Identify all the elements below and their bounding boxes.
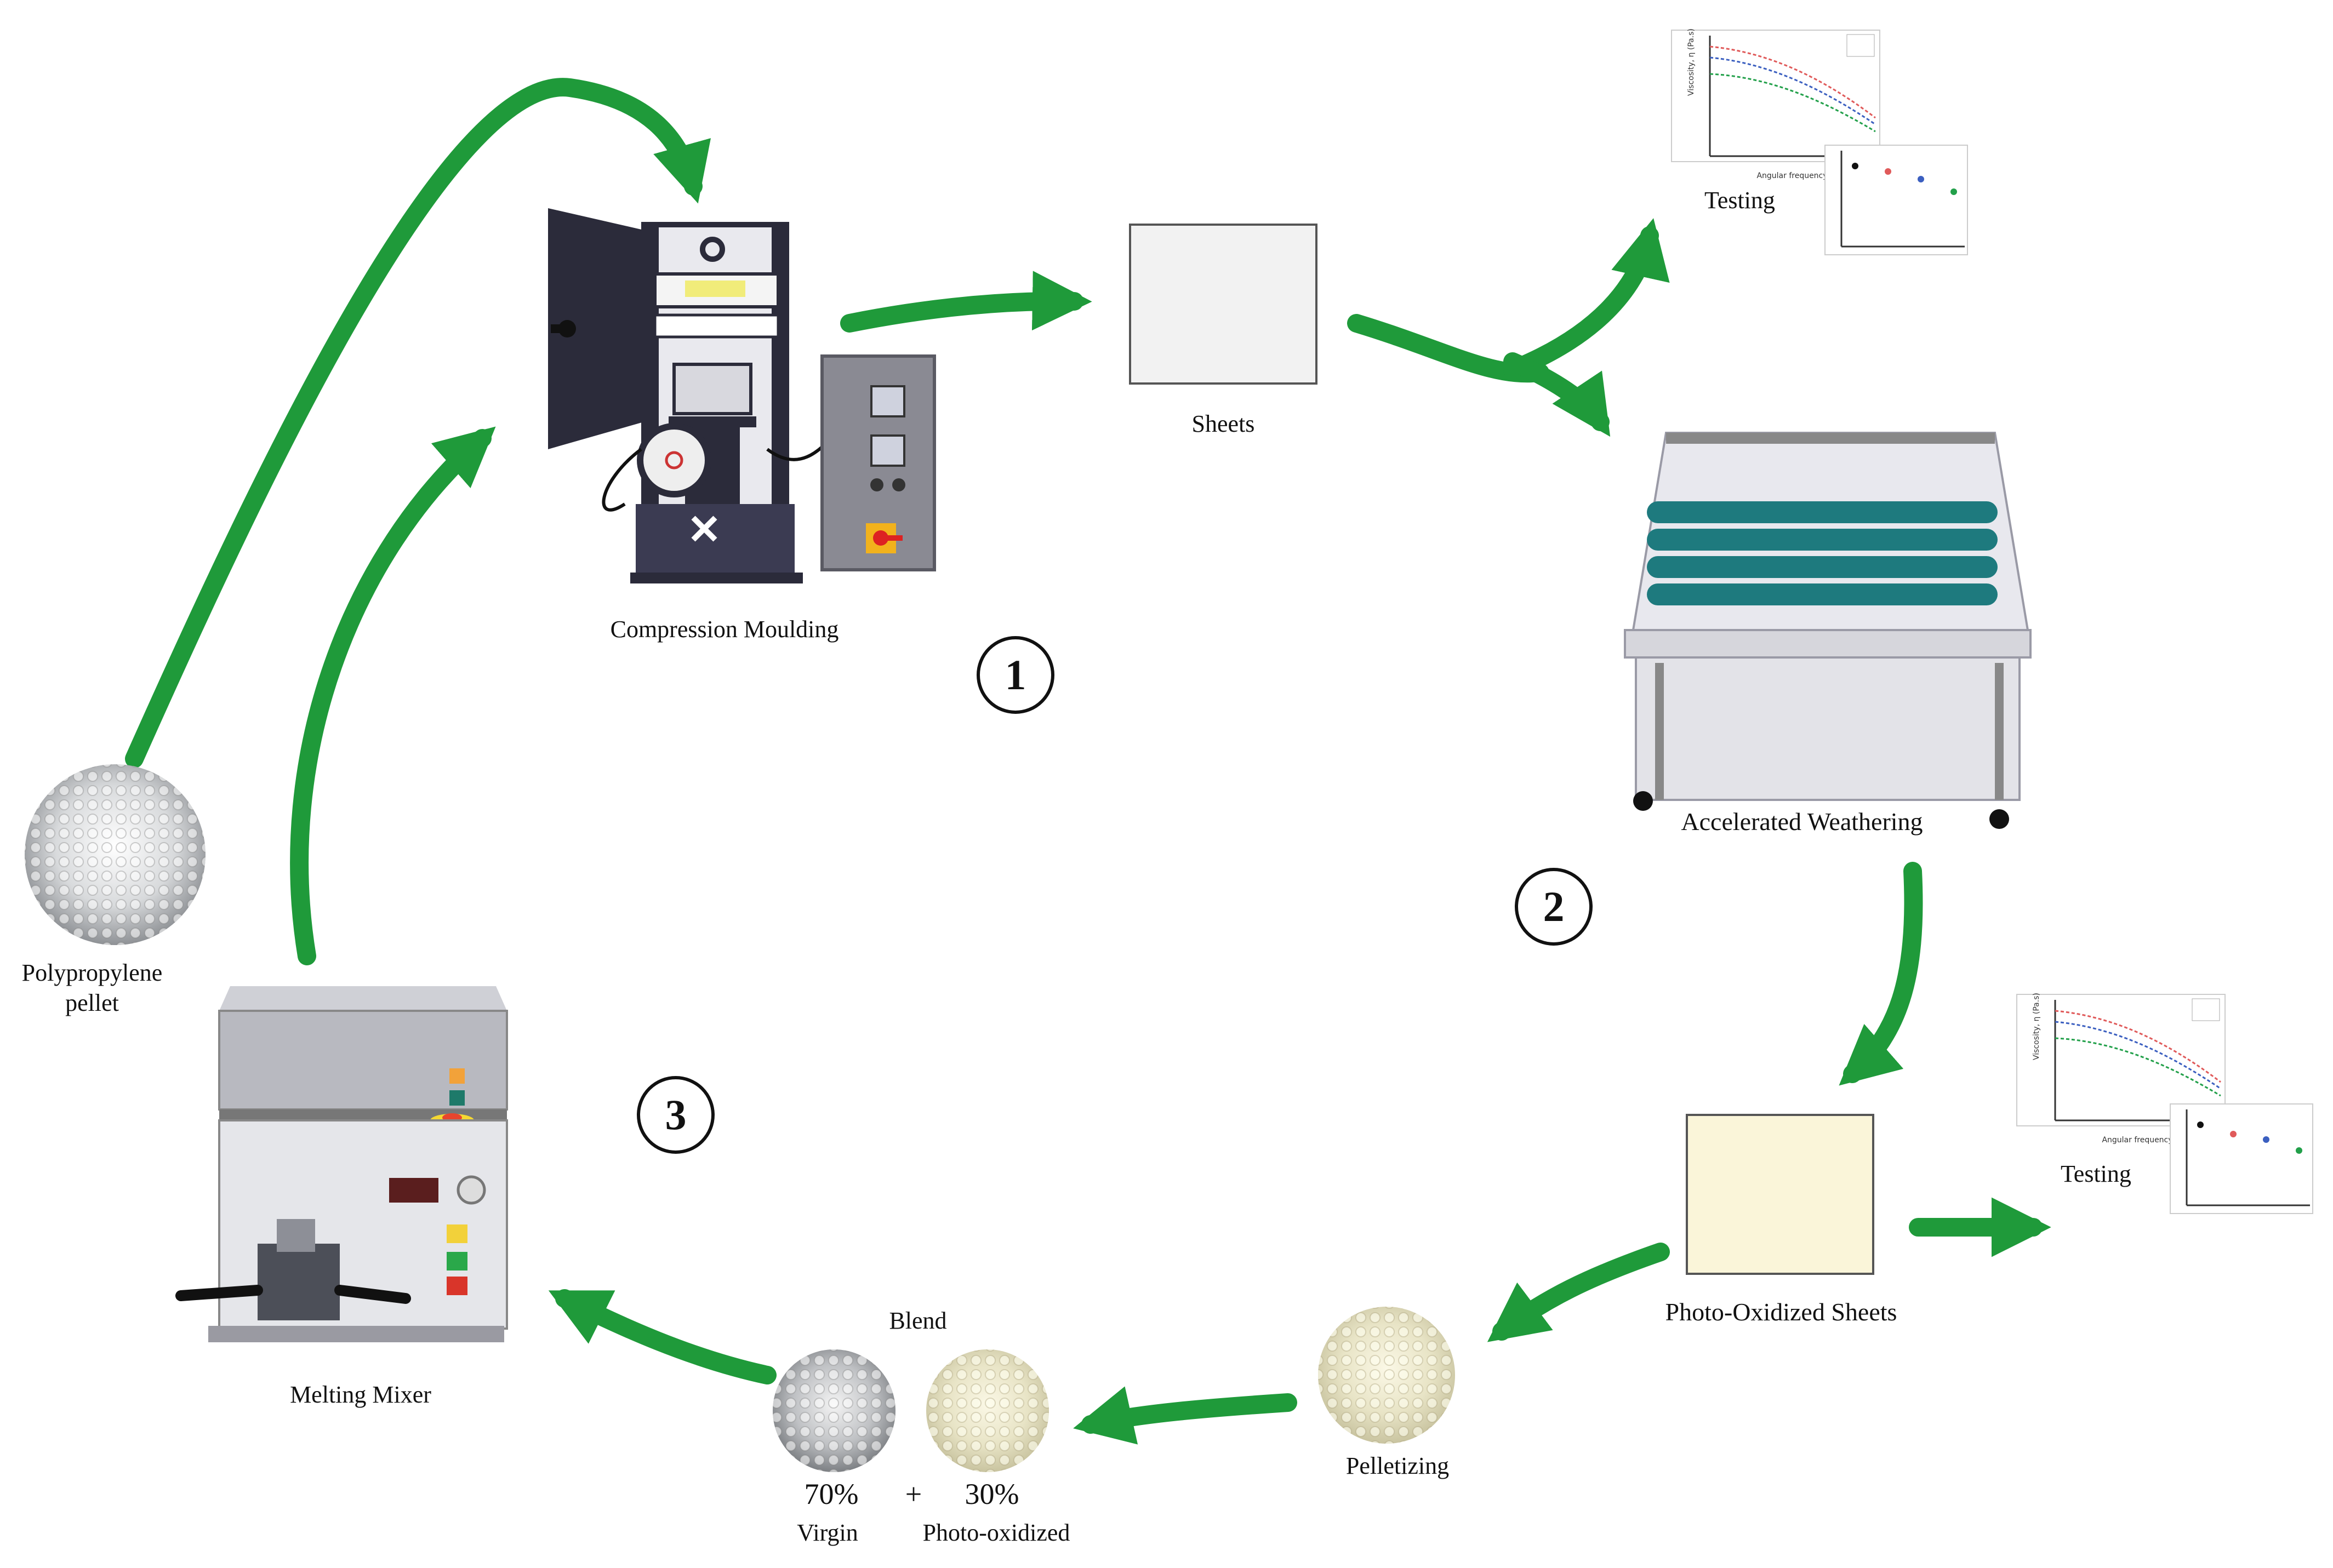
mini-chart-ylabel-top: Viscosity, η (Pa.s) bbox=[1687, 28, 1696, 96]
plain-sheet bbox=[1129, 224, 1317, 385]
arrow-to-testing-top bbox=[1503, 218, 1670, 379]
photo-oxidized-sheets-label: Photo-Oxidized Sheets bbox=[1665, 1298, 1897, 1326]
testing-bottom-label: Testing bbox=[2061, 1160, 2131, 1187]
arrow-weathering-to-oxidized bbox=[1839, 862, 1923, 1086]
sheets: Sheets bbox=[1129, 224, 1317, 437]
pp-pellet-label-1: Polypropylene bbox=[22, 959, 163, 986]
arrow-oxidized-to-pelletizing bbox=[1487, 1243, 1670, 1342]
testing-top: Viscosity, η (Pa.s) Angular frequency Te… bbox=[1671, 28, 1968, 255]
oxidized-label: Photo-oxidized bbox=[923, 1519, 1070, 1546]
compression-moulding-label: Compression Moulding bbox=[611, 616, 839, 643]
pp-pellet-label-2: pellet bbox=[65, 989, 119, 1016]
melting-mixer: Melting Mixer bbox=[175, 986, 508, 1408]
virgin-label: Virgin bbox=[797, 1519, 858, 1546]
testing-top-label: Testing bbox=[1704, 187, 1775, 214]
mini-chart-ylabel-bottom: Viscosity, η (Pa.s) bbox=[2032, 993, 2041, 1060]
oxidized-percent: 30% bbox=[965, 1478, 1019, 1510]
photo-oxidized-sheets: Photo-Oxidized Sheets bbox=[1665, 1114, 1897, 1326]
arrow-pellet-to-press bbox=[125, 78, 711, 768]
arrow-mixer-to-press bbox=[290, 426, 496, 965]
polypropylene-pellet: Polypropylene pellet bbox=[22, 764, 206, 1016]
step-1-badge: 1 bbox=[977, 636, 1054, 714]
step-2-number: 2 bbox=[1543, 883, 1565, 930]
mini-chart-xlabel-top: Angular frequency bbox=[1756, 171, 1827, 180]
arrow-press-to-sheets bbox=[840, 271, 1092, 333]
pelletizing: Pelletizing bbox=[1318, 1307, 1455, 1479]
melting-mixer-label: Melting Mixer bbox=[290, 1381, 431, 1408]
step-3-number: 3 bbox=[665, 1091, 687, 1138]
arrow-pelletizing-to-blend bbox=[1073, 1386, 1297, 1445]
modulus-plot-top bbox=[1824, 145, 1968, 255]
mini-chart-xlabel-bottom: Angular frequency bbox=[2102, 1136, 2172, 1144]
blend-label: Blend bbox=[889, 1307, 946, 1334]
pelletizing-label: Pelletizing bbox=[1346, 1452, 1449, 1479]
viscosity-plot-top: Viscosity, η (Pa.s) Angular frequency bbox=[1671, 28, 1880, 180]
virgin-percent: 70% bbox=[805, 1478, 859, 1510]
modulus-plot-bottom bbox=[2170, 1103, 2313, 1214]
accelerated-weathering-label: Accelerated Weathering bbox=[1681, 808, 1923, 835]
step-1-number: 1 bbox=[1005, 651, 1026, 699]
flow-arrows bbox=[125, 78, 2051, 1445]
weathering-chamber: Accelerated Weathering bbox=[1624, 432, 2032, 835]
arrow-to-weathering bbox=[1503, 352, 1611, 437]
arrow-blend-to-mixer bbox=[548, 1289, 777, 1384]
step-3-badge: 3 bbox=[637, 1076, 715, 1154]
plus-sign: + bbox=[905, 1478, 922, 1510]
step-2-badge: 2 bbox=[1515, 868, 1593, 946]
blend: Blend 70% + 30% Virgin Photo-oxidized bbox=[773, 1307, 1070, 1546]
testing-bottom: Viscosity, η (Pa.s) Angular frequency Te… bbox=[2016, 993, 2313, 1214]
oxidized-sheet bbox=[1686, 1114, 1874, 1275]
compression-press: Compression Moulding bbox=[548, 208, 936, 643]
sheets-label: Sheets bbox=[1192, 410, 1255, 437]
